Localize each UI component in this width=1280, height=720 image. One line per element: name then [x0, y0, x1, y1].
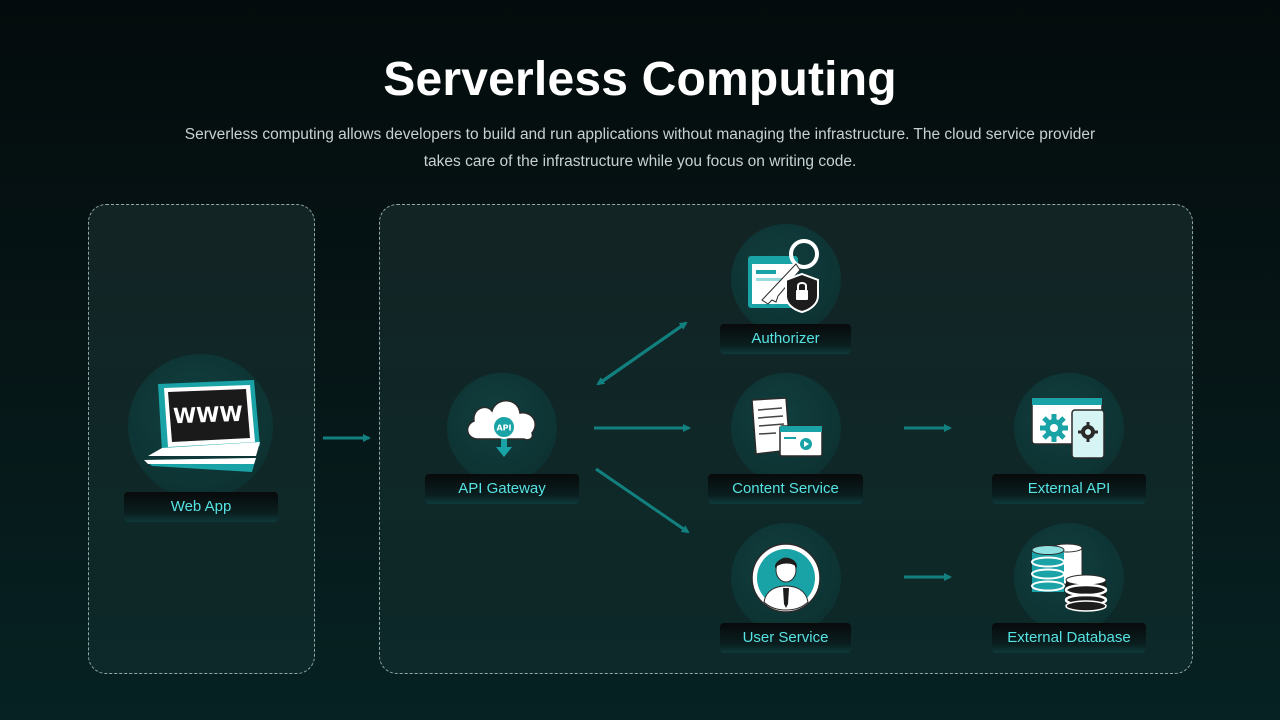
gear-window-icon — [1031, 397, 1105, 459]
key-lock-icon — [748, 239, 819, 314]
external-database-label: External Database — [992, 623, 1146, 653]
laptop-screen-text: WWW — [173, 402, 243, 428]
authorizer-label: Authorizer — [720, 324, 851, 354]
laptop-www-icon: WWW — [144, 380, 260, 472]
cloud-api-icon: API — [466, 400, 536, 457]
user-service-label: User Service — [720, 623, 851, 653]
page-subtitle: Serverless computing allows developers t… — [184, 126, 1096, 170]
content-service-label: Content Service — [708, 474, 863, 504]
page-title: Serverless Computing — [383, 53, 897, 106]
web-app-label: Web App — [124, 492, 278, 522]
user-avatar-icon — [751, 543, 821, 613]
document-media-icon — [751, 397, 823, 457]
api-badge-text: API — [496, 424, 511, 433]
database-icon — [1031, 543, 1108, 612]
external-api-label: External API — [992, 474, 1146, 504]
api-gateway-label: API Gateway — [425, 474, 579, 504]
